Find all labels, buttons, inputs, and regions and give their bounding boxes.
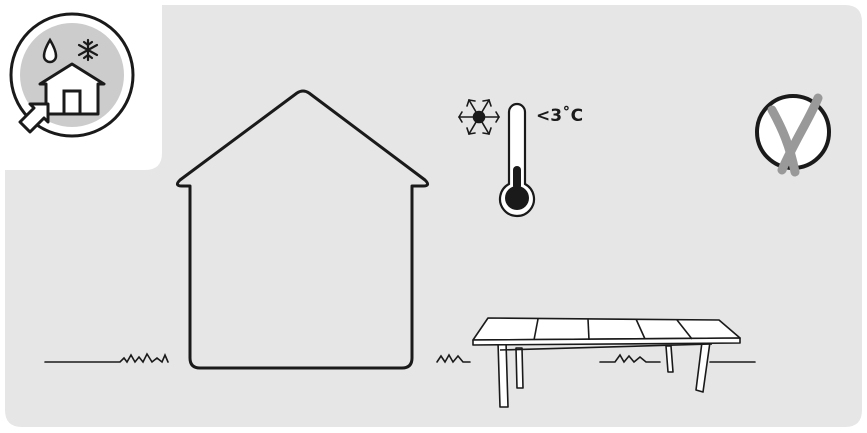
home-frost-moisture-icon [11,14,133,136]
temperature-threshold-label: <3˚C [536,106,583,126]
